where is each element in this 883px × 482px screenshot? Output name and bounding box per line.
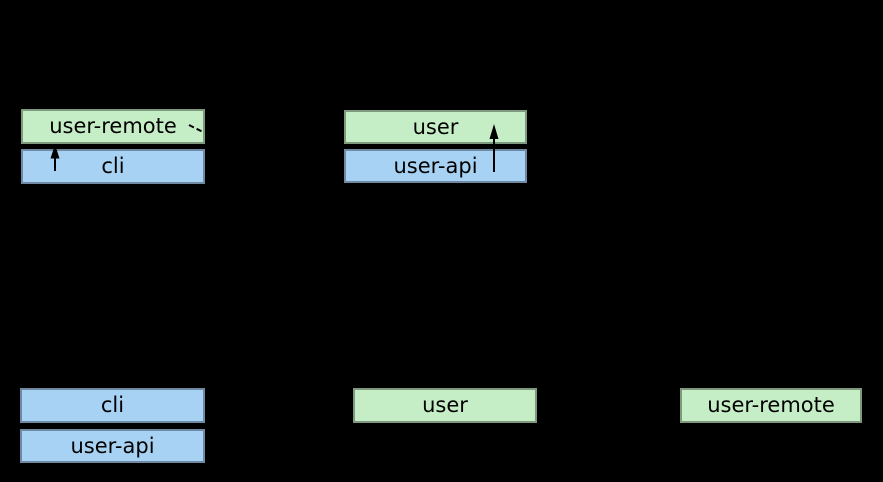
package-label: user-api [70, 433, 155, 458]
package-label: cli [100, 393, 125, 417]
package-box-cli-bottom: cli [20, 388, 205, 423]
package-box-user-top: user [344, 110, 527, 144]
package-label: user-remote [707, 393, 835, 417]
package-box-user-api-top: user-api [344, 149, 527, 183]
package-label: user-api [393, 153, 478, 178]
package-box-user-remote-bottom: user-remote [680, 388, 862, 423]
package-box-user-bottom: user [353, 388, 537, 423]
package-box-user-api-bottom: user-api [20, 429, 205, 463]
package-box-user-remote-top: user-remote [21, 109, 205, 144]
package-label: user [412, 114, 459, 139]
package-box-cli-top: cli [21, 149, 205, 184]
package-label: cli [101, 154, 125, 178]
package-label: user [422, 393, 468, 417]
package-label: user-remote [49, 114, 177, 138]
